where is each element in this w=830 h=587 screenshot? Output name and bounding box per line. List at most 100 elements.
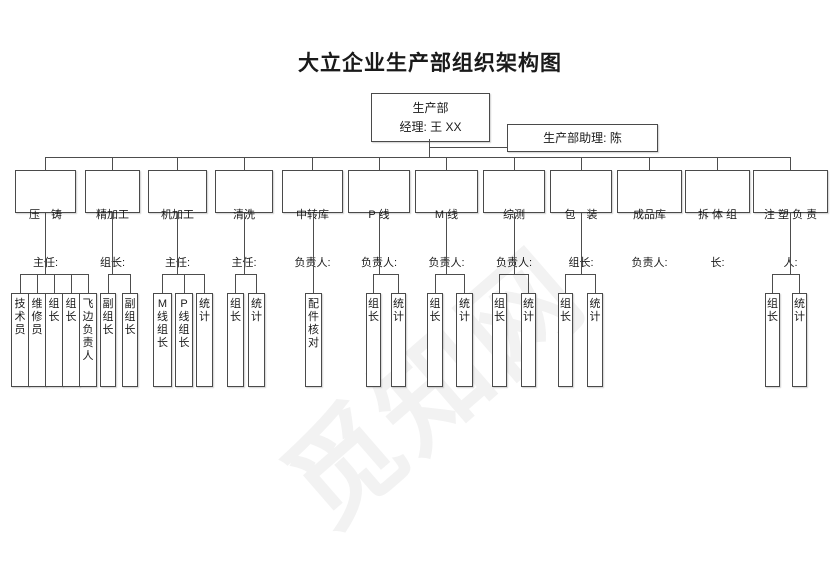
connector-line <box>514 157 515 171</box>
dept-p-line: P 线 负责人: <box>348 170 410 269</box>
connector-line <box>398 274 399 293</box>
staff-box-statistics: 统计 <box>587 293 603 387</box>
staff-box-leader: 组长 <box>366 293 381 387</box>
connector-line <box>514 213 515 274</box>
connector-line <box>204 274 205 293</box>
connector-line <box>244 213 245 274</box>
staff-box-statistics: 统计 <box>391 293 406 387</box>
dept-label: 负责人: <box>283 255 342 271</box>
connector-line <box>373 274 374 293</box>
connector-line <box>54 274 55 293</box>
dept-disassembly: 拆 体 组 长: <box>685 170 750 269</box>
connector-line <box>379 157 380 171</box>
staff-box-leader: 组长 <box>427 293 443 387</box>
root-dept-name: 生产部 <box>412 101 449 115</box>
connector-line <box>112 213 113 274</box>
staff-box-p-line-leader: P线组长 <box>175 293 193 387</box>
connector-line <box>235 274 256 275</box>
connector-line <box>649 157 650 171</box>
connector-line <box>312 157 313 171</box>
connector-line <box>244 157 245 171</box>
connector-line <box>581 213 582 274</box>
dept-label: 中转库 <box>283 207 342 223</box>
staff-box-statistics: 统计 <box>521 293 536 387</box>
connector-line <box>446 213 447 274</box>
connector-line <box>130 274 131 293</box>
dept-m-line: M 线 负责人: <box>415 170 478 269</box>
connector-line <box>435 274 436 293</box>
root-box-production-dept: 生产部 经理: 王 XX <box>371 93 490 142</box>
connector-line <box>772 274 799 275</box>
connector-line <box>313 213 314 293</box>
connector-line <box>162 274 204 275</box>
connector-line <box>235 274 236 293</box>
connector-line <box>162 274 163 293</box>
staff-box-deputy-leader: 副组长 <box>122 293 138 387</box>
staff-box-statistics: 统计 <box>792 293 807 387</box>
connector-line <box>88 274 89 293</box>
connector-line <box>184 274 185 293</box>
connector-line <box>373 274 398 275</box>
connector-line <box>45 157 46 171</box>
dept-comprehensive-test: 综测 负责人: <box>483 170 545 269</box>
dept-label: 压 铸 <box>29 209 62 221</box>
connector-line <box>499 274 500 293</box>
dept-label: 成品库 <box>633 209 666 221</box>
connector-line <box>717 157 718 171</box>
dept-transfer-warehouse: 中转库 负责人: <box>282 170 343 269</box>
dept-packaging: 包 装 组长: <box>550 170 612 269</box>
staff-box-leader: 组长 <box>558 293 573 387</box>
connector-line <box>37 274 38 293</box>
connector-line <box>379 213 380 274</box>
connector-line <box>108 274 130 275</box>
staff-box-deputy-leader: 副组长 <box>100 293 116 387</box>
dept-finishing: 精加工 组长: <box>85 170 140 269</box>
connector-line <box>528 274 529 293</box>
staff-box-statistics: 统计 <box>456 293 473 387</box>
dept-label: 负责人: <box>631 257 668 269</box>
staff-box-maintenance: 维修员 <box>28 293 46 387</box>
dept-injection-molding: 注 塑 负 责 人: <box>753 170 828 269</box>
connector-line <box>595 274 596 293</box>
connector-line <box>799 274 800 293</box>
root-manager-name: 经理: 王 XX <box>399 120 462 134</box>
staff-box-parts-check: 配件核对 <box>305 293 322 387</box>
staff-box-leader: 组长 <box>62 293 80 387</box>
connector-line <box>565 274 595 275</box>
connector-line <box>772 274 773 293</box>
connector-line <box>429 139 430 157</box>
connector-line <box>499 274 528 275</box>
dept-label: 长: <box>710 257 725 269</box>
connector-line <box>177 213 178 274</box>
connector-line <box>108 274 109 293</box>
assistant-box: 生产部助理: 陈 <box>507 124 658 152</box>
dept-cleaning: 清洗 主任: <box>215 170 273 269</box>
connector-line <box>20 274 21 293</box>
connector-line <box>429 147 508 148</box>
connector-line <box>435 274 464 275</box>
staff-box-technician: 技术员 <box>11 293 29 387</box>
chart-title: 大立企业生产部组织架构图 <box>298 52 562 75</box>
dept-label: M 线 <box>434 209 459 221</box>
connector-line <box>112 157 113 171</box>
staff-box-statistics: 统计 <box>248 293 265 387</box>
connector-line <box>45 157 791 158</box>
staff-box-leader: 组长 <box>227 293 244 387</box>
connector-line <box>581 157 582 171</box>
connector-line <box>446 157 447 171</box>
connector-line <box>790 213 791 274</box>
dept-label: 包 装 <box>564 209 598 221</box>
connector-line <box>464 274 465 293</box>
dept-label: P 线 <box>368 209 390 221</box>
connector-line <box>790 157 791 171</box>
connector-line <box>71 274 72 293</box>
staff-box-leader: 组长 <box>45 293 63 387</box>
staff-box-m-line-leader: M线组长 <box>153 293 172 387</box>
staff-box-statistics: 统计 <box>196 293 213 387</box>
connector-line <box>256 274 257 293</box>
dept-die-casting: 压 铸 主任: <box>15 170 76 269</box>
dept-label: 拆 体 组 <box>697 209 738 221</box>
staff-box-leader: 组长 <box>765 293 780 387</box>
dept-label: 注 塑 负 责 <box>763 209 818 221</box>
